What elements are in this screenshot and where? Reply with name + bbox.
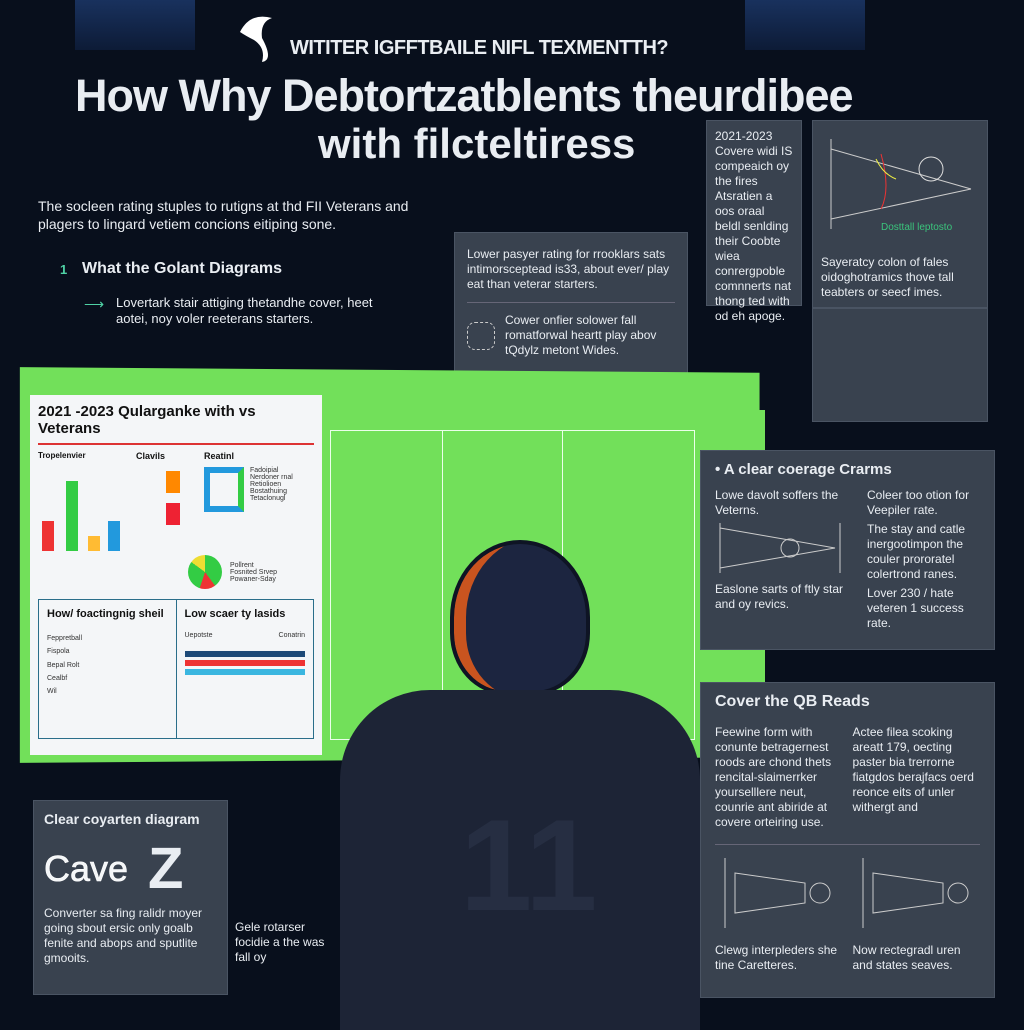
card-title: Clear coyarten diagram xyxy=(44,811,200,827)
jersey-number: 11 xyxy=(460,792,598,938)
legend-item: Fosnited Srvep xyxy=(230,568,278,576)
section-title: What the Golant Diagrams xyxy=(82,260,283,277)
diagram-caption: Sayeratcy colon of fales oidoghotramics … xyxy=(821,255,954,299)
section-number: 1 xyxy=(60,262,68,277)
list-item: Bepal Rolt xyxy=(47,661,80,669)
narrow-info-box: 2021-2023 Covere widi IS compeaich oy th… xyxy=(706,120,802,323)
list-item: Fispola xyxy=(47,648,70,656)
legend-item: Nerdoner rnal xyxy=(250,474,293,481)
coverage-diagram-icon xyxy=(719,523,841,573)
legend-item: Fadoipial xyxy=(250,467,279,474)
stats-panel: 2021 -2023 Qularganke with vs Veterans T… xyxy=(30,395,322,755)
list-item: Cealbf xyxy=(47,674,68,682)
coverage-text: Lover 230 / hate veteren 1 success rate. xyxy=(867,586,964,630)
panel-label: Tropelenvier xyxy=(38,451,86,460)
coverage-title: • A clear coerage Crarms xyxy=(715,461,892,478)
list-item: Wil xyxy=(47,688,57,696)
qb-caption: Now rectegradl uren and states seaves. xyxy=(852,943,961,972)
qb-diagram-icon xyxy=(862,858,968,928)
page-title-line2: with filcteltiress xyxy=(318,120,636,167)
panel-label: Reatinl xyxy=(204,451,235,461)
legend-item: Bostathuing xyxy=(250,488,287,495)
legend-item: Retiolioen xyxy=(250,481,282,488)
stadium-light-left xyxy=(75,0,195,50)
octagon-icon xyxy=(467,321,495,350)
list-item: Feppretball xyxy=(47,635,83,642)
coverage-bullet: Lowe davolt soffers the Veterns. xyxy=(715,488,839,517)
qb-text: Feewine form with conunte betragernest r… xyxy=(715,725,832,829)
qb-reads-box: Cover the QB Reads Feewine form with con… xyxy=(700,682,995,998)
center-text-1: Lower pasyer rating for rrooklars sats i… xyxy=(467,247,670,291)
logo-icon xyxy=(232,10,282,62)
intro-bullet: Lovertark stair attiging thetandhe cover… xyxy=(116,295,373,327)
column-header: Uepotste xyxy=(184,632,213,639)
qb-text: Actee filea scoking areatt 179, oecting … xyxy=(852,725,974,814)
card-outline-word: Cave xyxy=(44,847,129,889)
legend-item: Powaner-Sday xyxy=(230,575,276,583)
column-header: Conatrin xyxy=(278,632,305,639)
header-subtitle: WITITER IGFFTBAILE NIFL TEXMENTTH? xyxy=(290,37,669,59)
legend-item: Pollrent xyxy=(230,561,254,569)
legend-item: Tetaclonugl xyxy=(250,495,286,502)
qb-diagram-icon xyxy=(724,858,831,928)
diagram-box-2 xyxy=(812,308,988,422)
center-text-2: Cower onfier solower fall romatforwal he… xyxy=(505,313,657,357)
card-text: Converter sa fing ralidr moyer going sbo… xyxy=(44,906,203,965)
coverage-box: • A clear coerage Crarms Lowe davolt sof… xyxy=(700,450,995,650)
arrow-icon: ⟶ xyxy=(84,296,105,312)
coverage-text: Coleer too otion for Veepiler rate. xyxy=(867,488,970,517)
helmet xyxy=(450,540,590,695)
diagram-label: Dosttall leptosto xyxy=(881,222,953,233)
coverage-text: The stay and catle inergootimpon the cou… xyxy=(867,522,966,581)
screen-title: 2021 -2023 Qularganke with vs Veterans xyxy=(38,403,314,445)
coverage-bullet: Easlone sarts of ftly star and oy revics… xyxy=(715,582,844,611)
pie-chart xyxy=(188,555,222,589)
coverage-diagram-icon xyxy=(830,139,972,229)
qb-title: Cover the QB Reads xyxy=(715,693,870,710)
side-text: Gele rotarser focidie a the was fall oy xyxy=(235,920,325,964)
coverage-diagram-card: Clear coyarten diagram Cave Z Converter … xyxy=(33,800,228,995)
panel-label: Clavils xyxy=(136,451,166,461)
card-big-letter: Z xyxy=(148,836,184,901)
qb-caption: Clewg interpleders she tine Caretteres. xyxy=(715,943,838,972)
panel-title: How/ foactingnig sheil xyxy=(47,608,164,620)
intro-text: The socleen rating stuples to rutigns at… xyxy=(38,198,409,232)
panel-title: Low scaer ty lasids xyxy=(184,608,286,620)
diagram-box: Dosttall leptosto Sayeratcy colon of fal… xyxy=(812,120,988,308)
stadium-light-right xyxy=(745,0,865,50)
page-title-line1: How Why Debtortzatblents theurdibee xyxy=(75,70,854,121)
player-silhouette: 11 xyxy=(340,540,700,1030)
center-info-box: Lower pasyer rating for rrooklars sats i… xyxy=(454,232,688,382)
